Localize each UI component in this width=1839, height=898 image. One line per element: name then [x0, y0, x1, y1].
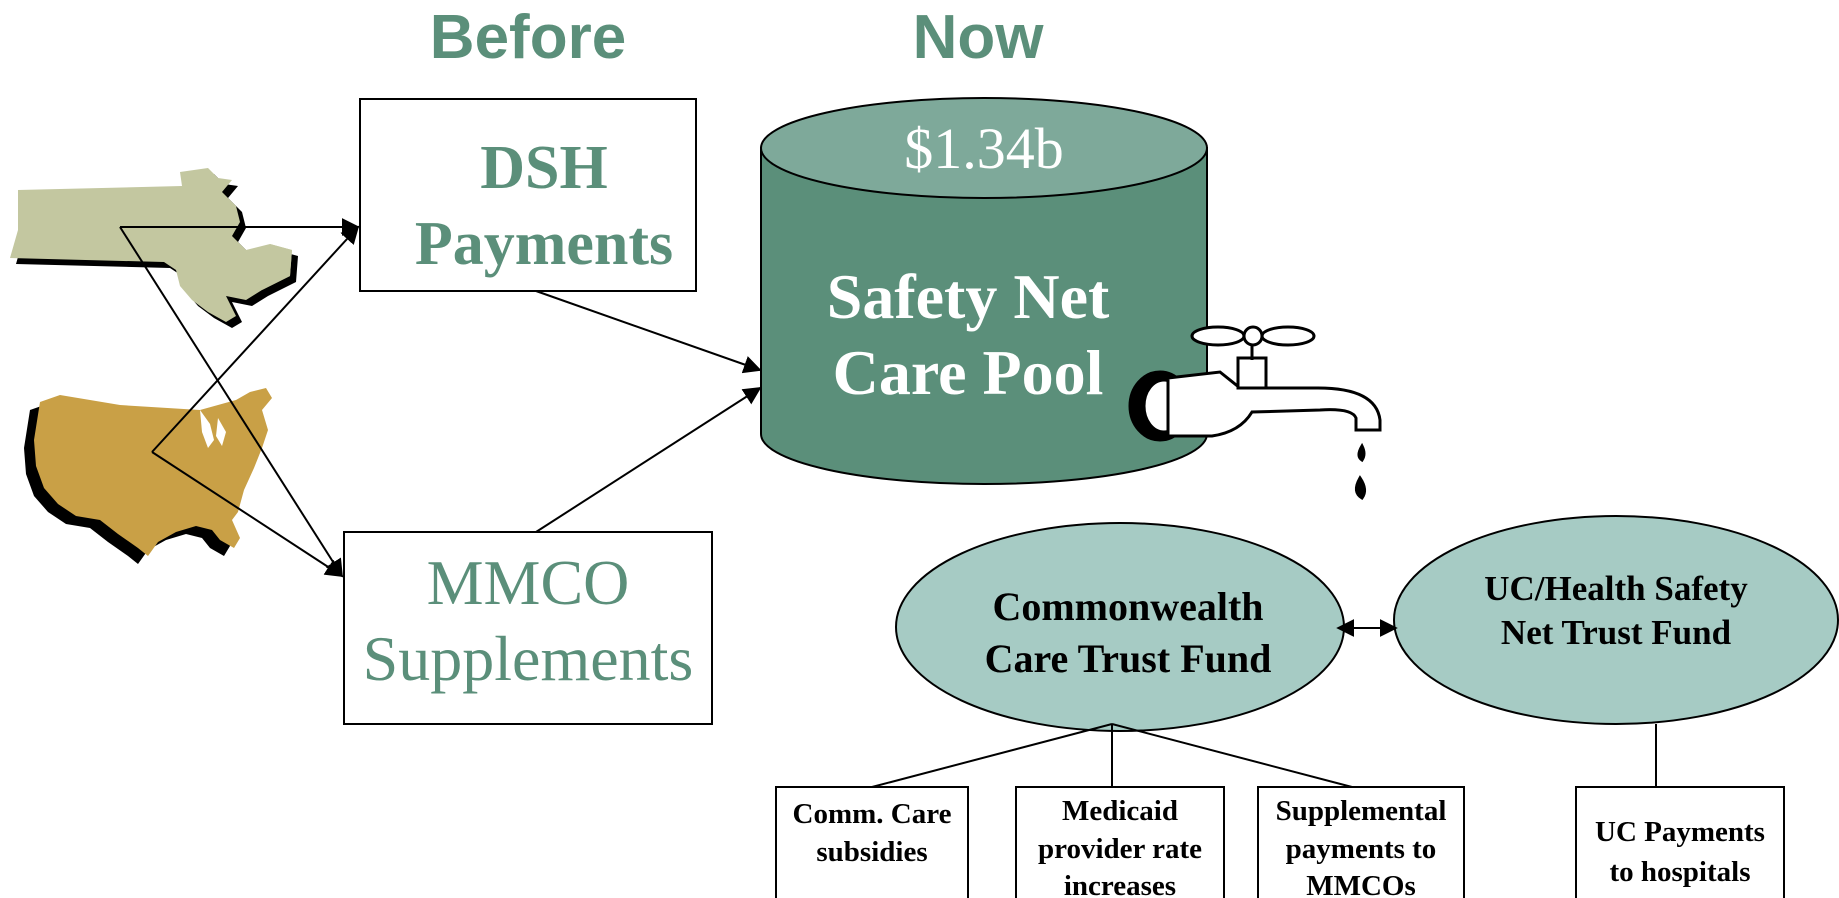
- uc-payments-box: UC Payments to hospitals: [1575, 786, 1785, 898]
- medicaid-line1: Medicaid: [1062, 795, 1178, 827]
- dsh-line2: Payments: [415, 210, 673, 278]
- source-arrows: [119, 218, 360, 578]
- commonwealth-line1: Commonwealth: [992, 584, 1263, 629]
- mmco-supplements-box: MMCO Supplements: [343, 531, 713, 725]
- pool-arrows: [535, 290, 762, 533]
- safety-net-care-pool: $1.34b Safety Net Care Pool: [760, 97, 1208, 485]
- commonwealth-care-trust-fund: Commonwealth Care Trust Fund: [895, 522, 1345, 732]
- uc-fund-line2: Net Trust Fund: [1501, 613, 1732, 652]
- comm-care-line1: Comm. Care: [793, 798, 952, 830]
- mmco-line1: MMCO: [427, 547, 630, 618]
- supplemental-line3: MMCOs: [1306, 870, 1416, 898]
- massachusetts-map-icon: [10, 168, 298, 328]
- medicaid-line2: provider rate: [1038, 833, 1202, 865]
- uc-payments-line2: to hospitals: [1609, 856, 1750, 888]
- before-header: Before: [430, 3, 626, 72]
- pool-amount: $1.34b: [904, 116, 1064, 181]
- pool-name-line1: Safety Net: [827, 261, 1110, 332]
- uc-fund-line1: UC/Health Safety: [1484, 569, 1748, 608]
- comm-care-subsidies-box: Comm. Care subsidies: [775, 786, 969, 898]
- use-connectors: [871, 723, 1657, 788]
- uc-payments-line1: UC Payments: [1595, 816, 1765, 848]
- supplemental-payments-box: Supplemental payments to MMCOs: [1257, 786, 1465, 898]
- mmco-line2: Supplements: [363, 623, 694, 694]
- faucet-icon: [1128, 325, 1382, 500]
- commonwealth-line2: Care Trust Fund: [985, 636, 1272, 681]
- now-header: Now: [913, 3, 1045, 72]
- connector-comm-care: [871, 723, 1113, 788]
- connector-supplemental: [1111, 723, 1353, 788]
- arrow-mmco-to-pool: [535, 387, 762, 533]
- arrow-mass-to-mmco: [119, 226, 343, 578]
- arrow-usa-to-mmco: [151, 451, 344, 577]
- pool-name-line2: Care Pool: [833, 337, 1104, 408]
- supplemental-line2: payments to: [1286, 833, 1437, 865]
- arrow-dsh-to-pool: [535, 290, 762, 374]
- dsh-line1: DSH: [480, 134, 607, 202]
- arrow-usa-to-dsh: [151, 225, 360, 453]
- dsh-payments-box: DSH Payments: [359, 98, 697, 292]
- uc-health-safety-net-trust-fund: UC/Health Safety Net Trust Fund: [1393, 515, 1839, 725]
- usa-map-icon: [24, 388, 272, 564]
- medicaid-provider-rate-box: Medicaid provider rate increases: [1015, 786, 1225, 898]
- medicaid-line3: increases: [1064, 870, 1176, 898]
- comm-care-line2: subsidies: [816, 836, 927, 868]
- supplemental-line1: Supplemental: [1276, 795, 1447, 827]
